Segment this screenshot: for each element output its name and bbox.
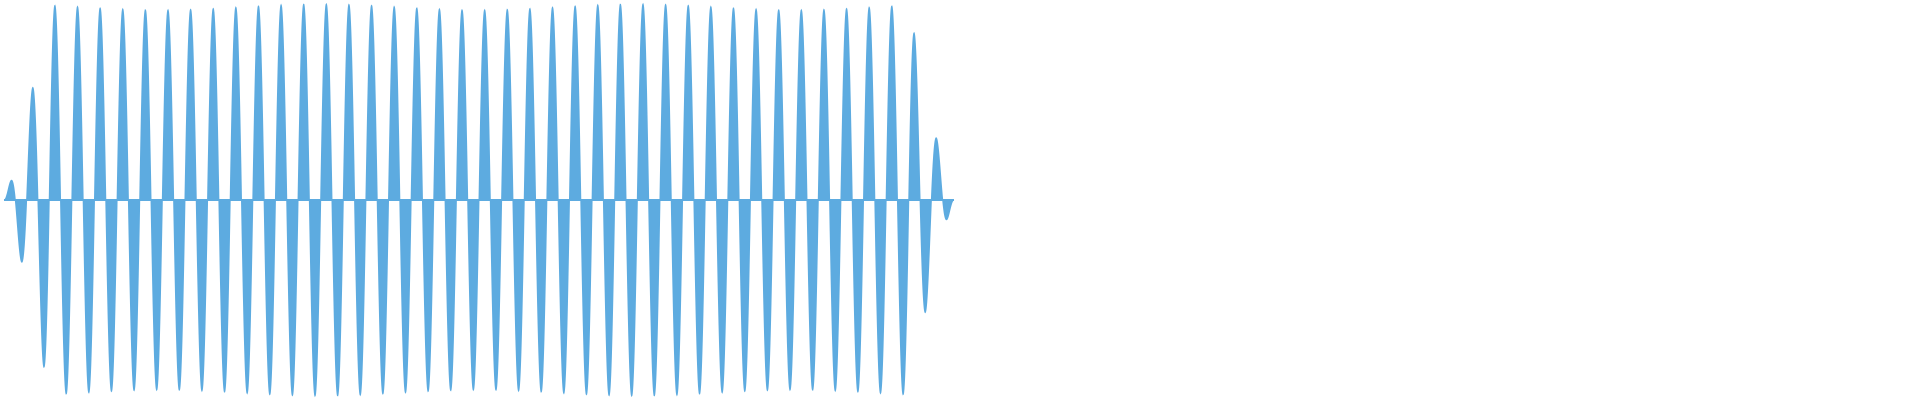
waveform-canvas: [3, 2, 955, 398]
audio-waveform: [3, 2, 955, 398]
